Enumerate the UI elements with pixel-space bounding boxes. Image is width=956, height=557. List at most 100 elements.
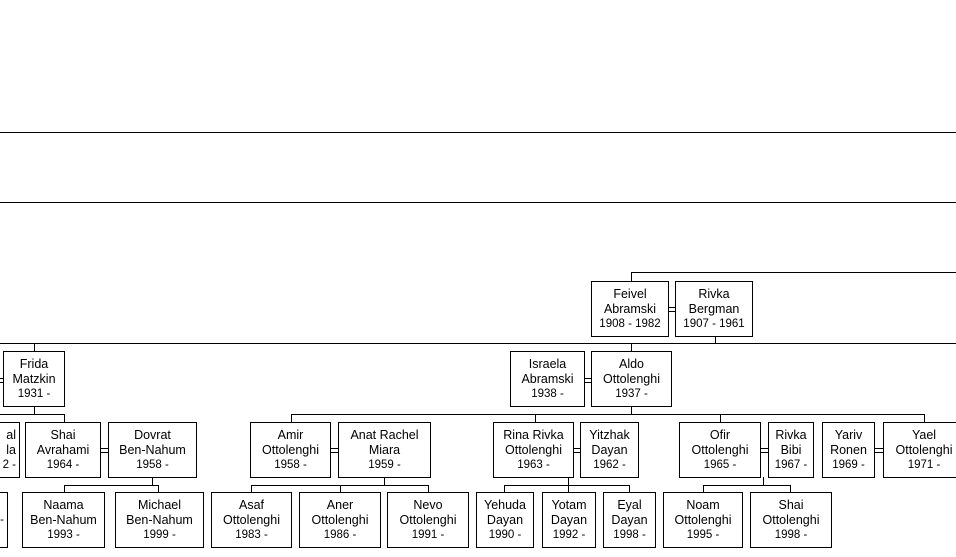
person-dates: 1971 - [907, 458, 941, 471]
person-dates: 1908 - 1982 [599, 317, 661, 330]
person-first-name: Dovrat [134, 427, 171, 442]
person-dates: 1993 - [47, 528, 80, 541]
person-last-name: Ottolenghi [895, 442, 953, 457]
connector-line [568, 477, 569, 485]
person-last-name: Dayan [591, 442, 628, 457]
person-first-name: Ofir [709, 427, 731, 442]
connector-line [340, 485, 341, 493]
connector-line [291, 414, 292, 423]
connector-line [64, 485, 159, 486]
connector-line [924, 414, 925, 423]
person-dates: 1907 - 1961 [683, 317, 745, 330]
connector-line [251, 485, 252, 493]
person-card-rivka-bibi[interactable]: Rivka Bibi 1967 - [768, 422, 814, 478]
person-last-name: Ronen [830, 442, 867, 457]
person-dates: 1931 - [17, 387, 51, 400]
person-card-nevo-ottolenghi[interactable]: Nevo Ottolenghi 1991 - [387, 492, 469, 548]
person-last-name: Matzkin [12, 371, 56, 386]
person-card-anat-rachel-miara[interactable]: Anat Rachel Miara 1959 - [338, 422, 431, 478]
connector-line [631, 272, 956, 273]
spouse-connector [669, 307, 675, 312]
spouse-connector [101, 448, 108, 453]
person-card-feivel-abramski[interactable]: Feivel Abramski 1908 - 1982 [591, 281, 669, 337]
person-first-name: Yotam [551, 497, 587, 512]
person-first-name: Aldo [618, 356, 645, 371]
person-card-israela-abramski[interactable]: Israela Abramski 1938 - [510, 351, 585, 407]
person-last-name: Miara [368, 442, 401, 457]
connector-line [703, 485, 704, 493]
person-last-name: Dayan [486, 512, 524, 527]
person-last-name: Abramski [603, 301, 657, 316]
person-first-name: al [6, 427, 16, 442]
person-card-aldo-ottolenghi[interactable]: Aldo Ottolenghi 1937 - [591, 351, 672, 407]
person-first-name: Noam [686, 497, 720, 512]
person-card-eyal-dayan[interactable]: Eyal Dayan 1998 - [603, 492, 656, 548]
person-card-dovrat-ben-nahum[interactable]: Dovrat Ben-Nahum 1958 - [108, 422, 197, 478]
person-last-name: Ottolenghi [674, 512, 732, 527]
person-last-name: Ben-Nahum [30, 512, 97, 527]
person-last-name: Abramski [521, 371, 574, 386]
person-dates: 1967 - [774, 458, 808, 471]
person-last-name: Ottolenghi [603, 371, 660, 386]
connector-line [34, 405, 35, 414]
person-last-name: Dayan [550, 512, 588, 527]
person-first-name: Yitzhak [589, 427, 630, 442]
person-card-naama-ben-nahum[interactable]: Naama Ben-Nahum 1993 - [22, 492, 105, 548]
person-dates: 1983 - [235, 528, 268, 541]
person-first-name: Eyal [617, 497, 642, 512]
person-card-frida-matzkin[interactable]: Frida Matzkin 1931 - [3, 351, 65, 407]
person-last-name: Ottolenghi [262, 442, 319, 457]
person-last-name: Bergman [688, 301, 740, 316]
connector-line [0, 414, 64, 415]
person-first-name: Naama [43, 497, 84, 512]
person-first-name: Yael [911, 427, 937, 442]
connector-line [384, 477, 385, 485]
person-dates: 1963 - [517, 458, 550, 471]
person-first-name: Anat Rachel [350, 427, 419, 442]
connector-line [631, 406, 632, 414]
person-card-noam-ottolenghi[interactable]: Noam Ottolenghi 1995 - [663, 492, 743, 548]
person-card-amir-ottolenghi[interactable]: Amir Ottolenghi 1958 - [250, 422, 331, 478]
person-dates: 2 - [2, 458, 16, 471]
person-last-name: Avrahami [36, 442, 90, 457]
person-card-rina-rivka-ottolenghi[interactable]: Rina Rivka Ottolenghi 1963 - [493, 422, 574, 478]
person-first-name: Yariv [834, 427, 863, 442]
person-first-name: Israela [528, 356, 567, 371]
person-dates: 1986 - [323, 528, 357, 541]
connector-line [34, 343, 35, 352]
spouse-connector [0, 378, 4, 383]
person-dates: 1965 - [703, 458, 737, 471]
person-card-rivka-bergman[interactable]: Rivka Bergman 1907 - 1961 [675, 281, 753, 337]
person-first-name: Amir [277, 427, 304, 442]
person-card-aner-ottolenghi[interactable]: Aner Ottolenghi 1986 - [299, 492, 381, 548]
person-card-yael-ottolenghi[interactable]: Yael Ottolenghi 1971 - [883, 422, 956, 478]
person-dates: 1958 - [136, 458, 169, 471]
person-card-yehuda-dayan[interactable]: Yehuda Dayan 1990 - [476, 492, 534, 548]
person-card-partial-left[interactable]: al la 2 - [0, 422, 20, 478]
person-last-name: la [6, 442, 16, 457]
person-card-yitzhak-dayan[interactable]: Yitzhak Dayan 1962 - [580, 422, 639, 478]
connector-line [535, 414, 536, 423]
person-first-name: Shai [50, 427, 76, 442]
spouse-connector [585, 378, 591, 383]
person-card-yariv-ronen[interactable]: Yariv Ronen 1969 - [822, 422, 875, 478]
person-card-asaf-ottolenghi[interactable]: Asaf Ottolenghi 1983 - [211, 492, 292, 548]
connector-line [64, 485, 65, 493]
person-card-shai-ottolenghi[interactable]: Shai Ottolenghi 1998 - [750, 492, 832, 548]
connector-line [629, 485, 630, 493]
person-first-name: Rivka [775, 427, 807, 442]
connector-line [763, 477, 764, 485]
generation-divider [0, 202, 956, 203]
person-first-name: Shai [778, 497, 804, 512]
person-dates: - [0, 513, 4, 526]
connector-line [504, 485, 505, 493]
person-dates: 1991 - [411, 528, 445, 541]
person-card-partial-bottom-left[interactable]: - [0, 492, 8, 548]
person-card-yotam-dayan[interactable]: Yotam Dayan 1992 - [542, 492, 596, 548]
person-card-michael-ben-nahum[interactable]: Michael Ben-Nahum 1999 - [115, 492, 204, 548]
connector-line [64, 414, 65, 423]
person-first-name: Yehuda [484, 497, 526, 512]
person-card-ofir-ottolenghi[interactable]: Ofir Ottolenghi 1965 - [679, 422, 761, 478]
person-card-shai-avrahami[interactable]: Shai Avrahami 1964 - [25, 422, 101, 478]
